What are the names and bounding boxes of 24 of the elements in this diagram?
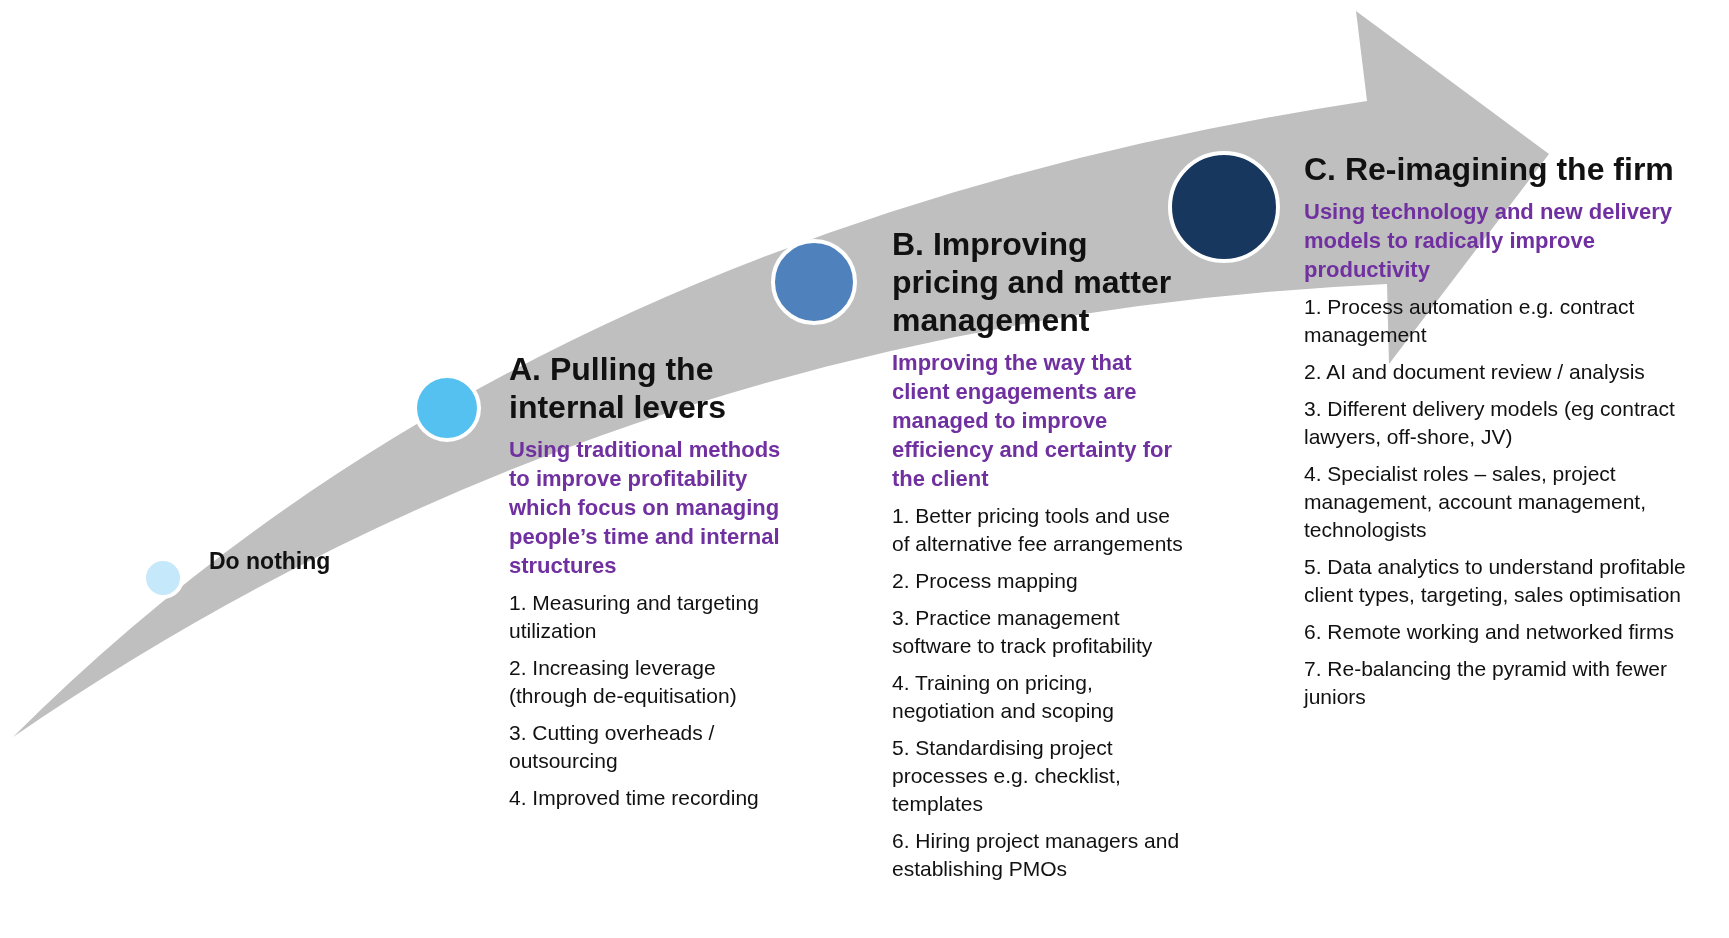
- list-item: 4. Training on pricing, negotiation and scoping: [892, 670, 1115, 724]
- list-item: 1. Better pricing tools and use of alternative fee arrangements: [892, 503, 1184, 557]
- list-item: 2. Increasing leverage (through de-equitisation): [509, 655, 738, 709]
- list-item: 3. Practice management software to track profitability: [892, 605, 1154, 659]
- list-item: 3. Different delivery models (eg contract lawyers, off-shore, JV): [1304, 396, 1676, 450]
- list-item: 6. Hiring project managers and establishing PMOs: [892, 828, 1181, 882]
- list-item: 5. Standardising project processes e.g. checklist, templates: [892, 735, 1122, 817]
- list-item: 2. AI and document review / analysis: [1304, 359, 1646, 385]
- list-item: 1. Process automation e.g. contract management: [1304, 294, 1636, 348]
- list-item: 2. Process mapping: [892, 568, 1079, 594]
- list-item: 3. Cutting overheads / outsourcing: [509, 720, 716, 774]
- stage-description: Using technology and new delivery models to radically improve productivity: [1304, 198, 1673, 284]
- list-item: 7. Re-balancing the pyramid with fewer juniors: [1304, 656, 1668, 710]
- stage-heading: C. Re-imagining the firm: [1304, 150, 1675, 188]
- list-item: 4. Improved time recording: [509, 785, 760, 811]
- stage-label: Do nothing: [209, 548, 331, 575]
- stage-description: Improving the way that client engagements are managed to improve efficiency and certainty for the client: [892, 349, 1173, 493]
- stage-heading: B. Improving pricing and matter management: [892, 225, 1173, 339]
- stage-heading: A. Pulling the internal levers: [509, 350, 727, 426]
- list-item: 4. Specialist roles – sales, project management, account management, technologists: [1304, 461, 1648, 543]
- stage-description: Using traditional methods to improve profitability which focus on managing people’s time and internal structures: [509, 436, 782, 580]
- list-item: 5. Data analytics to understand profitable client types, targeting, sales optimisation: [1304, 554, 1687, 608]
- list-item: 1. Measuring and targeting utilization: [509, 590, 760, 644]
- list-item: 6. Remote working and networked firms: [1304, 619, 1675, 645]
